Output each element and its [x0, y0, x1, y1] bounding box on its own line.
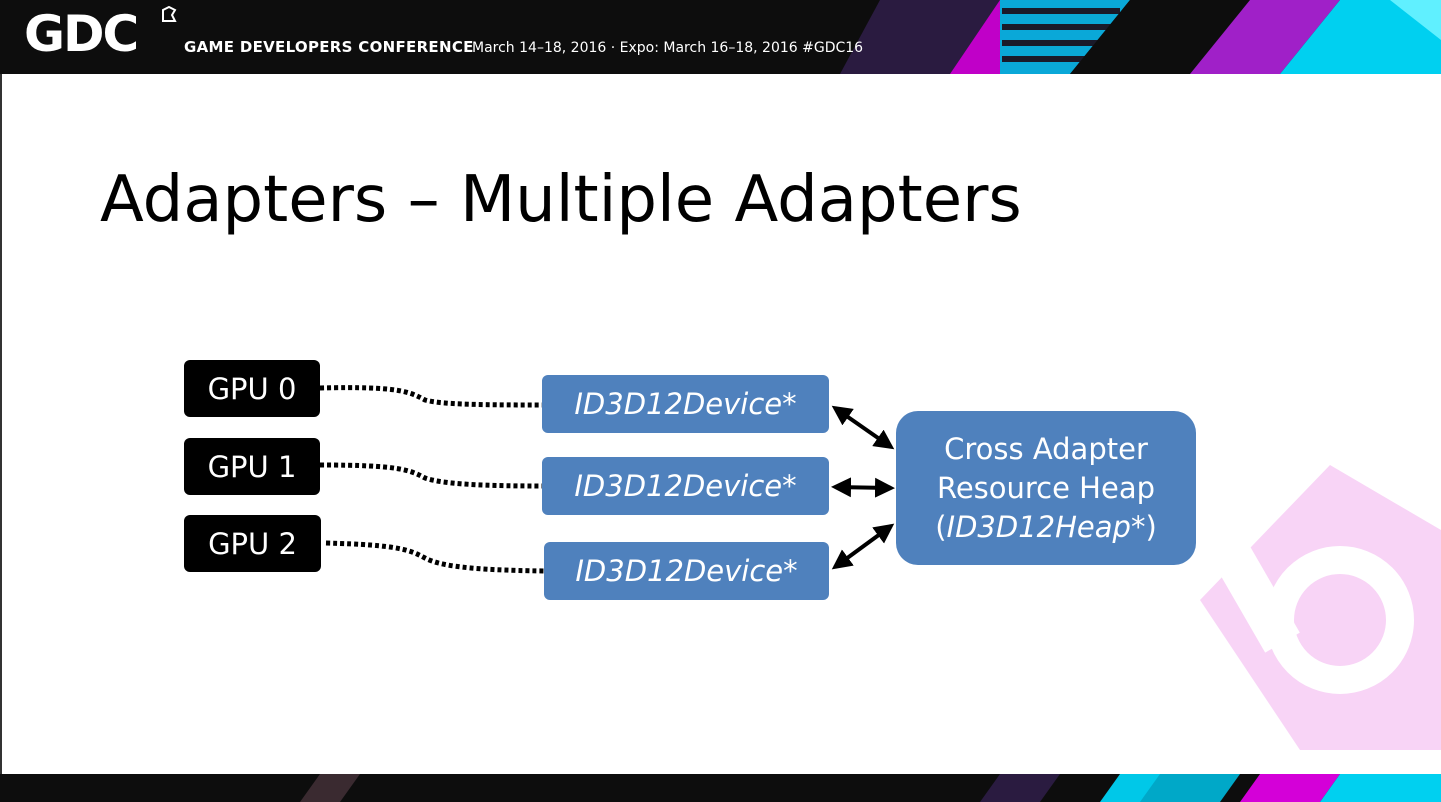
dotted-link-gpu2: [325, 540, 545, 574]
device-2-box: ID3D12Device*: [544, 542, 829, 600]
gpu-2-box: GPU 2: [184, 515, 321, 572]
conference-dates: March 14–18, 2016 · Expo: March 16–18, 2…: [472, 40, 864, 56]
dotted-link-gpu1: [319, 462, 543, 489]
gdc-header-bar: GDC GAME DEVELOPERS CONFERENCE March 14–…: [0, 0, 1441, 74]
arrow-device2-heap: [831, 523, 895, 570]
arrow-device0-heap: [831, 405, 895, 450]
arrow-device1-heap: [831, 477, 895, 498]
device-0-box: ID3D12Device*: [542, 375, 829, 433]
header-stripes-art: [840, 0, 1441, 74]
gdc-logo: GDC: [24, 5, 139, 63]
conference-name: GAME DEVELOPERS CONFERENCE: [184, 38, 474, 56]
gpu-1-box: GPU 1: [184, 438, 320, 495]
gpu-0-box: GPU 0: [184, 360, 320, 417]
slide-title: Adapters – Multiple Adapters: [100, 163, 1022, 237]
device-1-box: ID3D12Device*: [542, 457, 829, 515]
heap-paren-open: (: [935, 509, 947, 544]
footer-stripes-art: [300, 774, 1441, 802]
cross-adapter-heap-box: Cross Adapter Resource Heap (ID3D12Heap*…: [896, 411, 1196, 565]
heap-type-name: ID3D12Heap*: [946, 509, 1146, 544]
dotted-link-gpu0: [319, 385, 543, 408]
slide-left-edge: [0, 74, 2, 774]
gdc-footer-bar: [0, 774, 1441, 802]
heap-line-3: (ID3D12Heap*): [935, 508, 1157, 547]
heap-line-1: Cross Adapter: [944, 431, 1148, 466]
heap-paren-close: ): [1145, 509, 1157, 544]
gdc-logo-mark-icon: [162, 6, 177, 22]
gdc-watermark-art: [1200, 465, 1441, 750]
heap-line-2: Resource Heap: [936, 470, 1156, 505]
